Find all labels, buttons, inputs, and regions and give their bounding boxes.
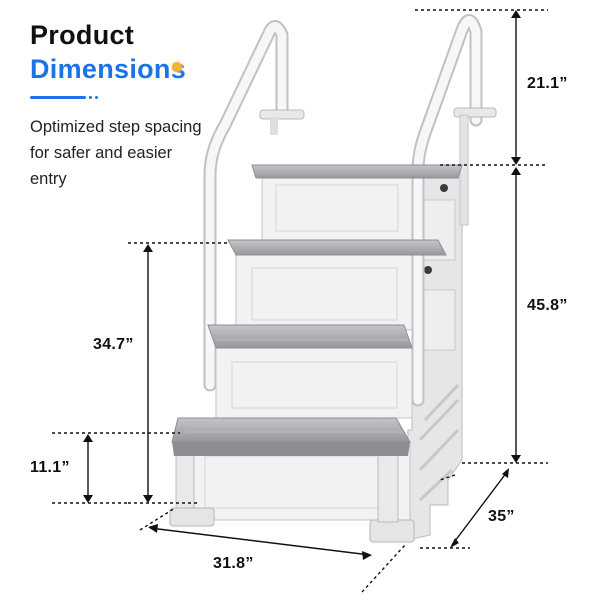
first-step-height-label: 11.1” (30, 459, 70, 476)
left-handrail (203, 20, 305, 392)
step-treads (171, 164, 463, 456)
underline-dot (95, 96, 98, 99)
title-dimensions: Dimensions (30, 54, 187, 84)
depth-label: 35” (488, 508, 515, 525)
title-product: Product (30, 20, 135, 50)
sparkle-icon (172, 62, 182, 72)
underline-dot (89, 96, 92, 99)
description-text: Optimized step spacing for safer and eas… (30, 118, 202, 188)
dimension-lines (52, 9, 548, 593)
top-step-height-label: 45.8” (527, 297, 568, 314)
title-underline (30, 96, 86, 99)
handrail-height-label: 21.1” (527, 75, 568, 92)
third-step-height-label: 34.7” (93, 336, 134, 353)
right-handrail (411, 14, 497, 407)
width-label: 31.8” (213, 555, 254, 572)
